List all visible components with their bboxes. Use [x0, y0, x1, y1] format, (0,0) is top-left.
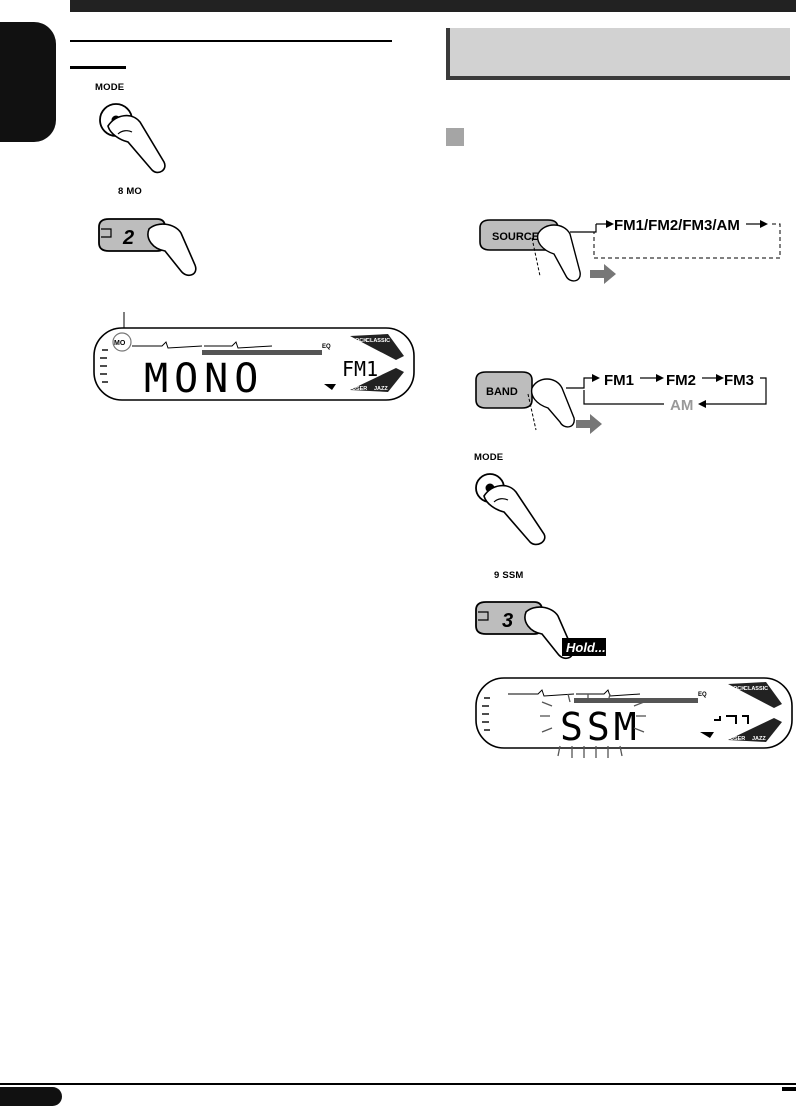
- eq-indicator-right: EQ: [698, 692, 707, 698]
- eq-indicator: EQ: [322, 344, 331, 350]
- section-heading-box: [446, 28, 790, 80]
- preset-2-label: 2: [122, 227, 134, 249]
- user-label-right: USER: [730, 736, 745, 742]
- lcd-ssm-text: SSM: [560, 705, 641, 749]
- preset-3-label: 3: [502, 610, 513, 632]
- preset-3-button-illustration: 3 Hold....: [475, 601, 609, 660]
- bottom-rule: [0, 1083, 796, 1085]
- source-button-text: SOURCE: [492, 231, 539, 243]
- band-seq-fm3: FM3: [724, 372, 754, 389]
- top-bar: [70, 0, 796, 12]
- mode-button-label: MODE: [95, 82, 125, 93]
- rock-label: ROCK: [351, 338, 367, 344]
- section-rule: [70, 40, 392, 42]
- mo-indicator: MO: [114, 340, 126, 347]
- band-seq-am: AM: [670, 397, 693, 414]
- band-button-illustration: BAND FM1 FM2 FM3 AM: [475, 371, 767, 434]
- band-seq-fm2: FM2: [666, 372, 696, 389]
- rock-label-right: ROCK: [729, 686, 745, 692]
- blink-rays: [540, 693, 646, 758]
- user-label: USER: [352, 386, 367, 392]
- heading-underline: [70, 66, 126, 69]
- band-button-text: BAND: [486, 386, 518, 398]
- source-button-illustration: SOURCE FM1/FM2/FM3/AM: [479, 217, 781, 284]
- page-number-tab: [0, 1087, 62, 1106]
- hold-label: Hold....: [566, 640, 609, 655]
- step-1-marker: [446, 128, 464, 146]
- mode-button-press-illustration: [99, 103, 166, 174]
- classic-label-right: CLASSIC: [744, 686, 768, 692]
- mode-button-label-right: MODE: [474, 452, 504, 463]
- jazz-label: JAZZ: [374, 386, 388, 392]
- lcd-band-text: FM1: [342, 357, 378, 381]
- lcd-main-text: MONO: [144, 356, 264, 402]
- source-sequence-text: FM1/FM2/FM3/AM: [614, 217, 740, 234]
- language-tab: [0, 22, 56, 142]
- mode-button-press-illustration-right: [475, 473, 546, 546]
- ssm-button-label: 9 SSM: [494, 570, 524, 581]
- mono-lcd-display: MO MONO FM1 EQ ROCK CLASSIC USER JAZZ: [93, 312, 415, 402]
- jazz-label-right: JAZZ: [752, 736, 766, 742]
- classic-label: CLASSIC: [366, 338, 390, 344]
- corner-mark: [782, 1087, 796, 1091]
- band-seq-fm1: FM1: [604, 372, 634, 389]
- mo-button-label: 8 MO: [118, 186, 143, 197]
- preset-2-button-illustration: 2: [98, 218, 197, 277]
- ssm-lcd-display: SSM EQ ROCK CLASSIC USER JAZZ: [475, 677, 793, 758]
